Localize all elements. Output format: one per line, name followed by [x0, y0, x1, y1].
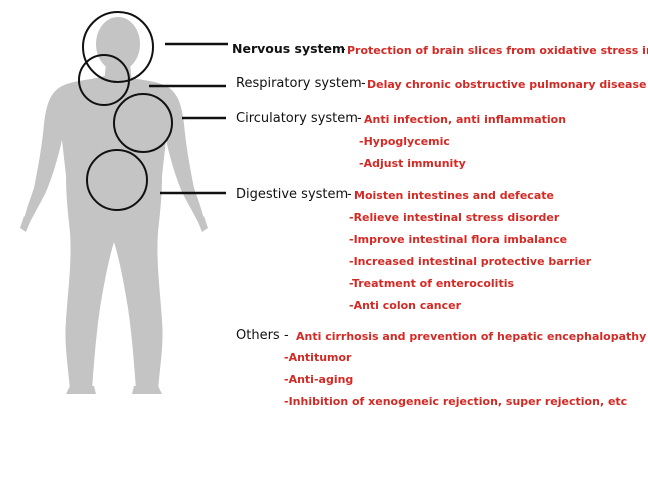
digestive-effect-5: -Treatment of enterocolitis [349, 277, 515, 290]
left-foot [66, 386, 96, 394]
respiratory-circle [78, 54, 130, 106]
respiratory-effect: Delay chronic obstructive pulmonary dise… [367, 78, 647, 91]
circulatory-effect-2-text: Hypoglycemic [363, 135, 450, 148]
digestive-effect-3-text: Improve intestinal flora imbalance [353, 233, 568, 246]
digestive-effect-3: -Improve intestinal flora imbalance [349, 233, 568, 246]
digestive-effect-4-text: Increased intestinal protective barrier [353, 255, 592, 268]
digestive-effect-5-text: Treatment of enterocolitis [351, 277, 515, 290]
circulatory-circle [113, 93, 173, 153]
circulatory-effect-2: -Hypoglycemic [359, 135, 450, 148]
digestive-effect-2-text: Relieve intestinal stress disorder [353, 211, 560, 224]
circulatory-system-label: Circulatory system [236, 111, 358, 126]
leader-lines [149, 42, 228, 195]
organ-circles [78, 11, 173, 211]
digestive-system-label: Digestive system [236, 187, 349, 202]
respiratory-dash: - [361, 76, 366, 91]
others-label: Others [236, 328, 280, 343]
respiratory-system-label: Respiratory system [236, 76, 362, 91]
digestive-effect-1: Moisten intestines and defecate [354, 189, 554, 202]
digestive-effect-4: -Increased intestinal protective barrier [349, 255, 592, 268]
digestive-effect-6-text: Anti colon cancer [353, 299, 462, 312]
circulatory-effect-1: Anti infection, anti inflammation [364, 113, 567, 126]
nervous-dash: - [341, 42, 346, 57]
nervous-circle [82, 11, 154, 83]
circulatory-effect-3: -Adjust immunity [359, 157, 466, 170]
others-dash: - [284, 328, 289, 343]
others-effect-4-text: Inhibition of xenogeneic rejection, supe… [288, 395, 628, 408]
right-hand [198, 216, 208, 232]
nervous-system-label: Nervous system [232, 41, 346, 56]
circulatory-dash: - [357, 111, 362, 126]
circulatory-effect-3-text: Adjust immunity [363, 157, 466, 170]
digestive-effect-2: -Relieve intestinal stress disorder [349, 211, 560, 224]
human-silhouette [20, 17, 208, 394]
digestive-effect-6: -Anti colon cancer [349, 299, 462, 312]
nervous-effect: Protection of brain slices from oxidativ… [347, 44, 648, 57]
others-effect-3-text: Anti-aging [288, 373, 354, 386]
left-hand [20, 216, 30, 232]
digestive-dash: - [347, 187, 352, 202]
others-effect-3: -Anti-aging [284, 373, 354, 386]
others-effect-4: -Inhibition of xenogeneic rejection, sup… [284, 395, 628, 408]
others-effect-1: Anti cirrhosis and prevention of hepatic… [296, 330, 647, 343]
digestive-circle [86, 149, 148, 211]
head-shape [96, 17, 140, 71]
right-foot [132, 386, 162, 394]
others-effect-2-text: Antitumor [288, 351, 352, 364]
others-effect-2: -Antitumor [284, 351, 352, 364]
torso-shape [24, 76, 204, 390]
